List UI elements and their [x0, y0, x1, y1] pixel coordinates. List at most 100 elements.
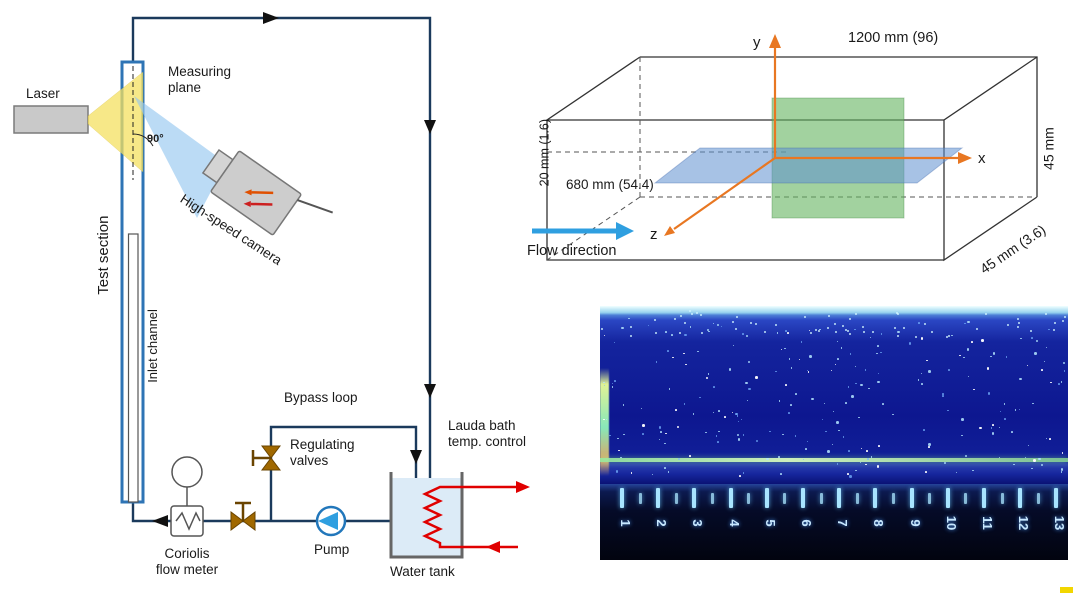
camera-record-arrows-icon: [243, 189, 274, 207]
speckle: [990, 355, 992, 358]
measuring-plane-label: Measuring plane: [168, 64, 232, 96]
speckle: [1062, 361, 1066, 365]
speckle: [1031, 337, 1033, 339]
speckle: [1044, 312, 1047, 315]
speckle: [780, 348, 783, 351]
speckle: [1048, 328, 1050, 331]
speckle: [897, 312, 900, 315]
speckle: [918, 322, 920, 324]
coriolis-zigzag-icon: [175, 511, 201, 531]
speckle: [817, 330, 820, 333]
speckle: [821, 418, 824, 421]
speckle: [668, 388, 671, 390]
speckle: [1033, 459, 1036, 462]
ruler-minor-tick: [928, 493, 932, 504]
regulating-valves-label: Regulating valves: [290, 437, 355, 469]
speckle: [805, 448, 807, 450]
speckle: [998, 426, 1001, 429]
speckle: [908, 342, 912, 345]
speckle: [895, 311, 898, 314]
speckle: [766, 457, 769, 461]
y-axis-arrow-icon: [769, 34, 781, 48]
speckle: [746, 399, 749, 402]
speckle: [859, 461, 862, 464]
speckle: [979, 426, 982, 430]
inlet-length-dimension-label: 680 mm (54.4): [566, 177, 654, 192]
speckle: [1019, 377, 1022, 381]
speckle: [963, 356, 965, 359]
speckle: [854, 328, 856, 331]
high-speed-camera: [201, 148, 334, 236]
coil-path: [422, 485, 518, 549]
arrow-down-icon: [424, 120, 436, 134]
speckle: [928, 443, 931, 446]
speckle: [775, 370, 777, 373]
ruler-minor-tick: [711, 493, 714, 504]
speckle: [985, 313, 988, 316]
speckle: [1017, 318, 1020, 321]
laser-label: Laser: [26, 86, 60, 101]
ruler-number: 7: [835, 519, 851, 527]
speckle: [735, 413, 737, 415]
speckle: [947, 409, 949, 411]
speckle: [731, 411, 734, 414]
speckle: [930, 331, 933, 334]
speckle: [700, 331, 703, 334]
speckle: [794, 435, 797, 437]
speckle: [836, 463, 839, 465]
speckle: [1034, 352, 1037, 355]
speckle: [860, 383, 863, 387]
speckle: [961, 418, 964, 421]
speckle: [782, 433, 784, 436]
ruler-number: 8: [871, 519, 887, 527]
speckle: [834, 322, 837, 325]
speckle: [819, 328, 821, 331]
channel-geometry-diagram: [532, 34, 1038, 262]
speckle: [718, 430, 720, 433]
speckle: [601, 327, 604, 330]
ruler-major-tick: [873, 488, 878, 508]
speckle: [848, 450, 850, 452]
speckle: [992, 424, 994, 426]
speckle: [603, 384, 606, 387]
speckle: [1041, 369, 1043, 371]
speckle: [732, 344, 735, 347]
speckle: [865, 463, 867, 466]
speckle: [1061, 319, 1064, 322]
speckle: [689, 326, 692, 328]
ruler-major-tick: [801, 488, 805, 508]
speckle: [785, 330, 787, 332]
speckle: [788, 412, 790, 414]
speckle: [926, 359, 928, 362]
speckle: [655, 361, 658, 363]
speckle: [683, 352, 685, 355]
speckle: [903, 326, 905, 329]
speckle: [861, 326, 864, 329]
speckle: [845, 402, 847, 404]
ruler-major-tick: [837, 488, 842, 508]
pipe-flow-arrows: [152, 12, 436, 527]
speckle: [745, 334, 749, 338]
speckle: [705, 376, 709, 380]
ruler-minor-tick: [855, 493, 859, 504]
speckle: [804, 315, 807, 318]
speckle: [872, 330, 875, 333]
speckle: [787, 332, 789, 334]
speckle: [689, 310, 692, 313]
corner-mark: [1060, 587, 1073, 593]
photo-injection-streak: [600, 368, 609, 476]
photo-surface-band: [600, 306, 1068, 315]
speckle: [642, 433, 644, 435]
speckle: [1016, 326, 1019, 329]
speckle: [1040, 463, 1044, 467]
speckle: [870, 456, 873, 458]
speckle: [878, 445, 880, 447]
speckle: [880, 351, 882, 354]
speckle: [728, 368, 732, 371]
pipe-bottom-run: [131, 501, 392, 523]
heating-coil: [422, 481, 530, 553]
speckle: [671, 334, 673, 336]
speckle: [1045, 437, 1048, 440]
speckle: [705, 431, 707, 434]
speckle: [734, 328, 737, 331]
